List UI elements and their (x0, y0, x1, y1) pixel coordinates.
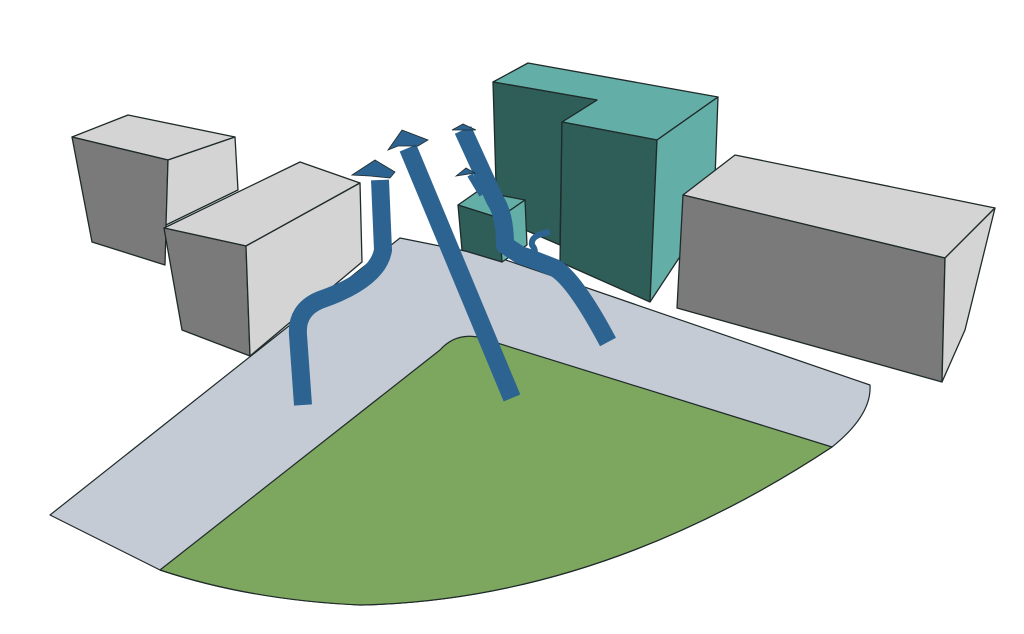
wind-arrow-center (399, 144, 521, 402)
wind-arrow-small (467, 173, 485, 197)
wind-arrows (288, 123, 616, 406)
wind-arrow-right-head (451, 123, 477, 131)
building-left-front-side (245, 182, 363, 357)
wind-arrow-small-head (454, 167, 477, 177)
building-left-back-front (71, 136, 169, 266)
wind-arrow-left-head (350, 159, 396, 179)
lawn-area (159, 335, 833, 606)
wind-arrow-branch (523, 229, 551, 263)
building-left-back-side (165, 136, 239, 226)
building-right-side (941, 207, 996, 383)
wind-arrow-right (454, 126, 616, 347)
wind-arrow-left (288, 179, 392, 406)
building-left-front-face (163, 227, 251, 357)
wind-arrow-center-head (386, 129, 429, 151)
